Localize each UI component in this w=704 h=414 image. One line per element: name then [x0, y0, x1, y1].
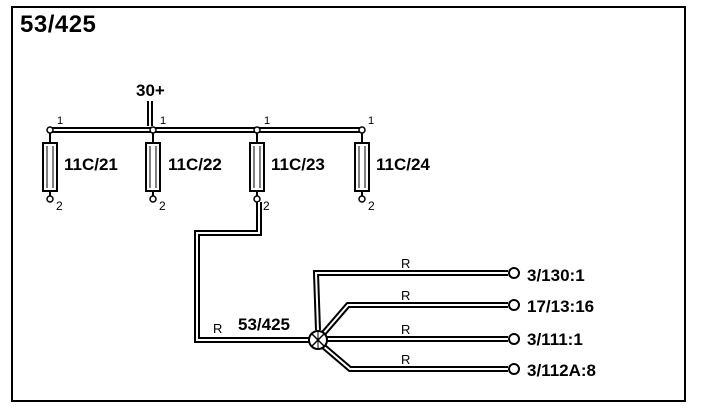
- connector-3: 3/111:1: [508, 330, 583, 349]
- wire-out-1: [312, 270, 508, 331]
- fuse-11c24-label: 11C/24: [376, 155, 430, 174]
- fuse-11c22-pin1: 1: [160, 115, 166, 127]
- wire-out-4: [321, 343, 508, 372]
- fuse-11c21-pin2: 2: [56, 199, 63, 213]
- wire-color-label-main: R: [213, 321, 222, 336]
- fuse-11c23-pin2: 2: [263, 199, 270, 213]
- wire-color-label-4: R: [401, 352, 410, 367]
- connector-1: 3/130:1: [508, 266, 585, 285]
- fuse-11c22: 1 2 11C/22: [145, 115, 222, 213]
- splice-label: 53/425: [238, 315, 290, 334]
- fuse-11c24-pin2: 2: [368, 199, 375, 213]
- fuse-11c21-label: 11C/21: [64, 155, 118, 174]
- wire-out-2: [320, 302, 508, 336]
- wire-color-label-1: R: [401, 256, 410, 271]
- fuse-11c22-pin2: 2: [159, 199, 166, 213]
- wire-color-label-2: R: [401, 288, 410, 303]
- connector-4-label: 3/112A:8: [527, 361, 596, 380]
- splice-node: [308, 330, 328, 350]
- connector-1-label: 3/130:1: [527, 266, 585, 285]
- diagram-title: 53/425: [20, 11, 97, 38]
- fuse-11c24: 1 2 11C/24: [354, 115, 430, 213]
- wire-fuse-to-splice: [194, 202, 312, 343]
- fuse-11c21-pin1: 1: [57, 115, 63, 127]
- fuse-11c24-pin1: 1: [368, 115, 374, 127]
- connector-2: 17/13:16: [508, 297, 594, 316]
- fuse-11c21: 1 2 11C/21: [42, 115, 118, 213]
- fuse-11c23-label: 11C/23: [271, 155, 325, 174]
- supply-label: 30+: [136, 81, 165, 100]
- diagram-frame: [11, 6, 686, 402]
- wire-color-label-3: R: [401, 322, 410, 337]
- fuse-11c22-label: 11C/22: [168, 155, 222, 174]
- fuse-11c23: 1 2 11C/23: [249, 115, 325, 213]
- fuse-11c23-pin1: 1: [264, 115, 270, 127]
- connector-4: 3/112A:8: [508, 361, 596, 380]
- connector-3-label: 3/111:1: [527, 330, 583, 349]
- connector-2-label: 17/13:16: [527, 297, 594, 316]
